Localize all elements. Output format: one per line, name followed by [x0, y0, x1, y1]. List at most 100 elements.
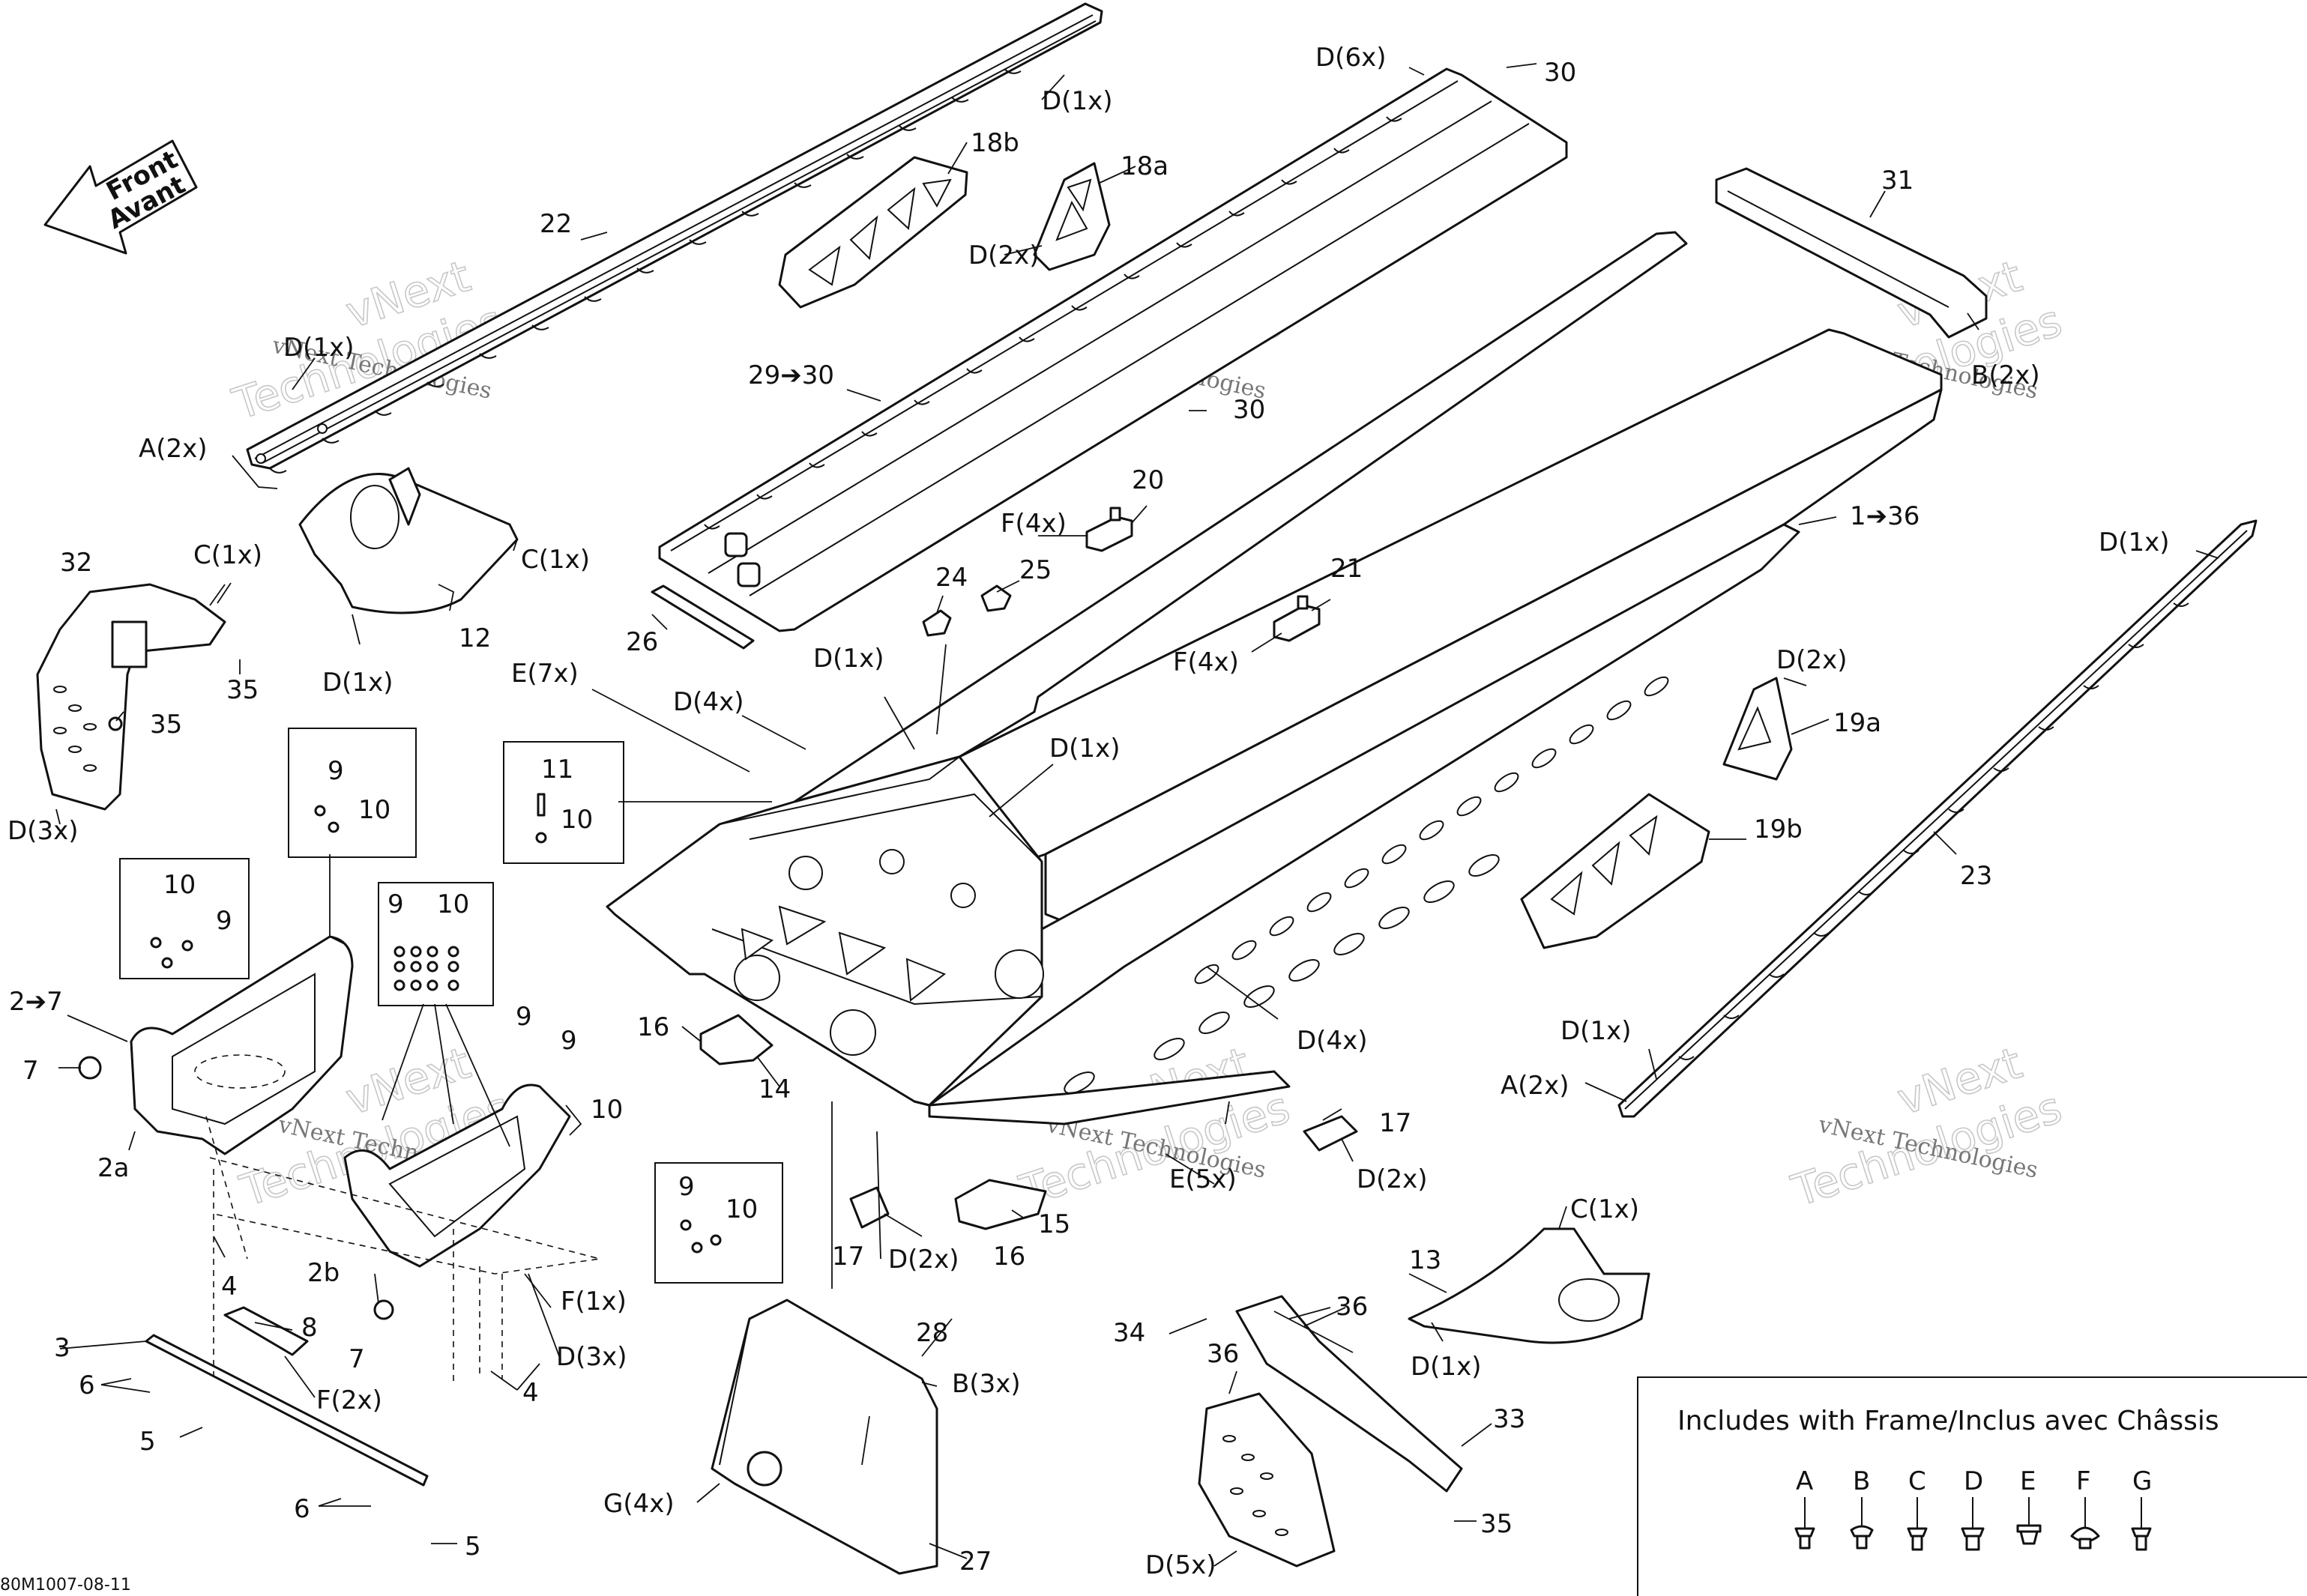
legend-label-c: C [1908, 1466, 1926, 1496]
callout-32: 32 [60, 548, 92, 578]
part-13-bracket [1408, 1227, 1650, 1344]
part-1-main-frame [606, 231, 1943, 1125]
callout-33: 33 [1493, 1404, 1525, 1434]
callout-d1x-13: D(1x) [1411, 1352, 1481, 1382]
hardware-box-9-10-b-bolts [393, 946, 459, 991]
callout-31: 31 [1881, 166, 1914, 196]
callout-17-a: 17 [832, 1242, 864, 1272]
callout-c1x-32: C(1x) [193, 540, 262, 570]
callout-a2x-right: A(2x) [1501, 1071, 1569, 1101]
part-12-bracket [298, 467, 519, 614]
callout-10-f: 10 [726, 1194, 758, 1224]
callout-d1x-right: D(1x) [2099, 528, 2169, 557]
callout-36-a: 36 [1336, 1292, 1368, 1322]
callout-a2x-left: A(2x) [139, 434, 208, 464]
callout-d2x-18: D(2x) [968, 241, 1039, 270]
callout-2b: 2b [307, 1258, 340, 1288]
part-25-clip [980, 584, 1012, 612]
callout-4-b: 4 [522, 1378, 539, 1408]
hardware-box-9-10-b [378, 882, 494, 1006]
legend-item-e: E [2016, 1466, 2042, 1545]
callout-10-a: 10 [358, 795, 390, 825]
callout-9-b: 9 [216, 906, 232, 936]
part-21-bracket [1273, 595, 1321, 642]
legend-item-f: F [2070, 1466, 2100, 1550]
leader-lines [55, 63, 2219, 1567]
callout-7-b: 7 [349, 1344, 365, 1374]
callout-10-b: 10 [561, 805, 593, 835]
part-27-heat-exchanger [711, 1299, 938, 1575]
callout-d6x: D(6x) [1315, 43, 1386, 73]
callout-b3x: B(3x) [952, 1369, 1021, 1399]
callout-d1x-left: D(1x) [283, 333, 354, 363]
callout-d1x-rail: D(1x) [1042, 86, 1112, 116]
part-18b-gusset [778, 156, 968, 309]
callout-d2x-17a: D(2x) [888, 1245, 959, 1275]
part-17-plate-a [849, 1186, 890, 1229]
callout-e7x: E(7x) [511, 659, 579, 689]
callout-8: 8 [301, 1313, 318, 1343]
callout-4-a: 4 [221, 1272, 238, 1302]
callout-c1x-12: C(1x) [521, 545, 590, 575]
callout-9-e: 9 [561, 1026, 577, 1056]
callout-7-a: 7 [22, 1056, 39, 1086]
part-19a-gusset [1722, 677, 1793, 781]
callout-2-7: 2➔7 [9, 987, 63, 1017]
hardware-box-9-10-a [288, 728, 417, 858]
callout-d2x-19: D(2x) [1776, 645, 1847, 675]
legend-label-f: F [2076, 1466, 2091, 1496]
callout-20: 20 [1132, 465, 1164, 495]
watermark-6: vNext Technologies vNext Technologies [1785, 1036, 2069, 1217]
callout-d4x-top: D(4x) [673, 687, 744, 717]
callout-30-top: 30 [1544, 58, 1576, 88]
part-20-bracket [1085, 507, 1133, 552]
callout-25: 25 [1019, 555, 1052, 585]
callout-5-b: 5 [465, 1532, 481, 1562]
callout-d4x-bottom: D(4x) [1297, 1026, 1367, 1056]
legend-title: Includes with Frame/Inclus avec Châssis [1677, 1406, 2219, 1436]
callout-14: 14 [759, 1074, 791, 1104]
callout-d3x-bottom: D(3x) [556, 1342, 627, 1372]
part-2b-cradle [343, 1083, 571, 1320]
callout-10-e: 10 [591, 1095, 623, 1125]
legend-label-d: D [1964, 1466, 1983, 1496]
callout-27: 27 [959, 1547, 992, 1577]
part-29-tunnel-panel [658, 67, 1568, 632]
callout-23: 23 [1960, 861, 1992, 891]
callout-labels: 22 D(1x) D(1x) A(2x) 18b 18a D(2x) D(6x)… [7, 43, 2169, 1580]
callout-6-a: 6 [79, 1370, 95, 1400]
callout-24: 24 [935, 563, 968, 593]
callout-f2x: F(2x) [316, 1385, 382, 1415]
part-15-bracket [954, 1179, 1047, 1230]
callout-22: 22 [540, 209, 572, 239]
callout-2a: 2a [97, 1153, 129, 1183]
frame-ovals [1064, 676, 1669, 1114]
legend-label-a: A [1796, 1466, 1813, 1496]
legend-item-c: C [1907, 1466, 1928, 1551]
callout-28: 28 [916, 1318, 948, 1348]
callout-18b: 18b [971, 128, 1019, 158]
callout-16-b: 16 [993, 1242, 1025, 1272]
callout-d1x-mid: D(1x) [1049, 734, 1120, 764]
callout-34: 34 [1113, 1318, 1145, 1348]
callout-3: 3 [54, 1333, 70, 1363]
callout-g4x: G(4x) [603, 1489, 675, 1519]
drawing-code: 80M1007-08-11 [0, 1576, 131, 1595]
callout-26: 26 [626, 627, 658, 657]
part-24-clip [922, 609, 952, 637]
legend-label-b: B [1853, 1466, 1870, 1496]
watermark-5: vNext Technologies vNext Technologies [1013, 1036, 1297, 1217]
legend-label-g: G [2132, 1466, 2152, 1496]
callout-19a: 19a [1833, 708, 1881, 738]
callout-1-36: 1➔36 [1850, 501, 1920, 531]
callout-17-b: 17 [1379, 1108, 1411, 1138]
callout-29-30: 29➔30 [748, 360, 834, 390]
callout-35-b: 35 [150, 710, 182, 740]
part-32-bracket [36, 583, 226, 811]
part-19b-gusset [1520, 793, 1710, 949]
part-14-bracket [699, 1014, 773, 1065]
callout-9-c: 9 [387, 889, 404, 919]
callout-5-a: 5 [139, 1427, 156, 1457]
part-2a-cradle [78, 935, 354, 1155]
callout-d1x-12: D(1x) [322, 668, 393, 698]
